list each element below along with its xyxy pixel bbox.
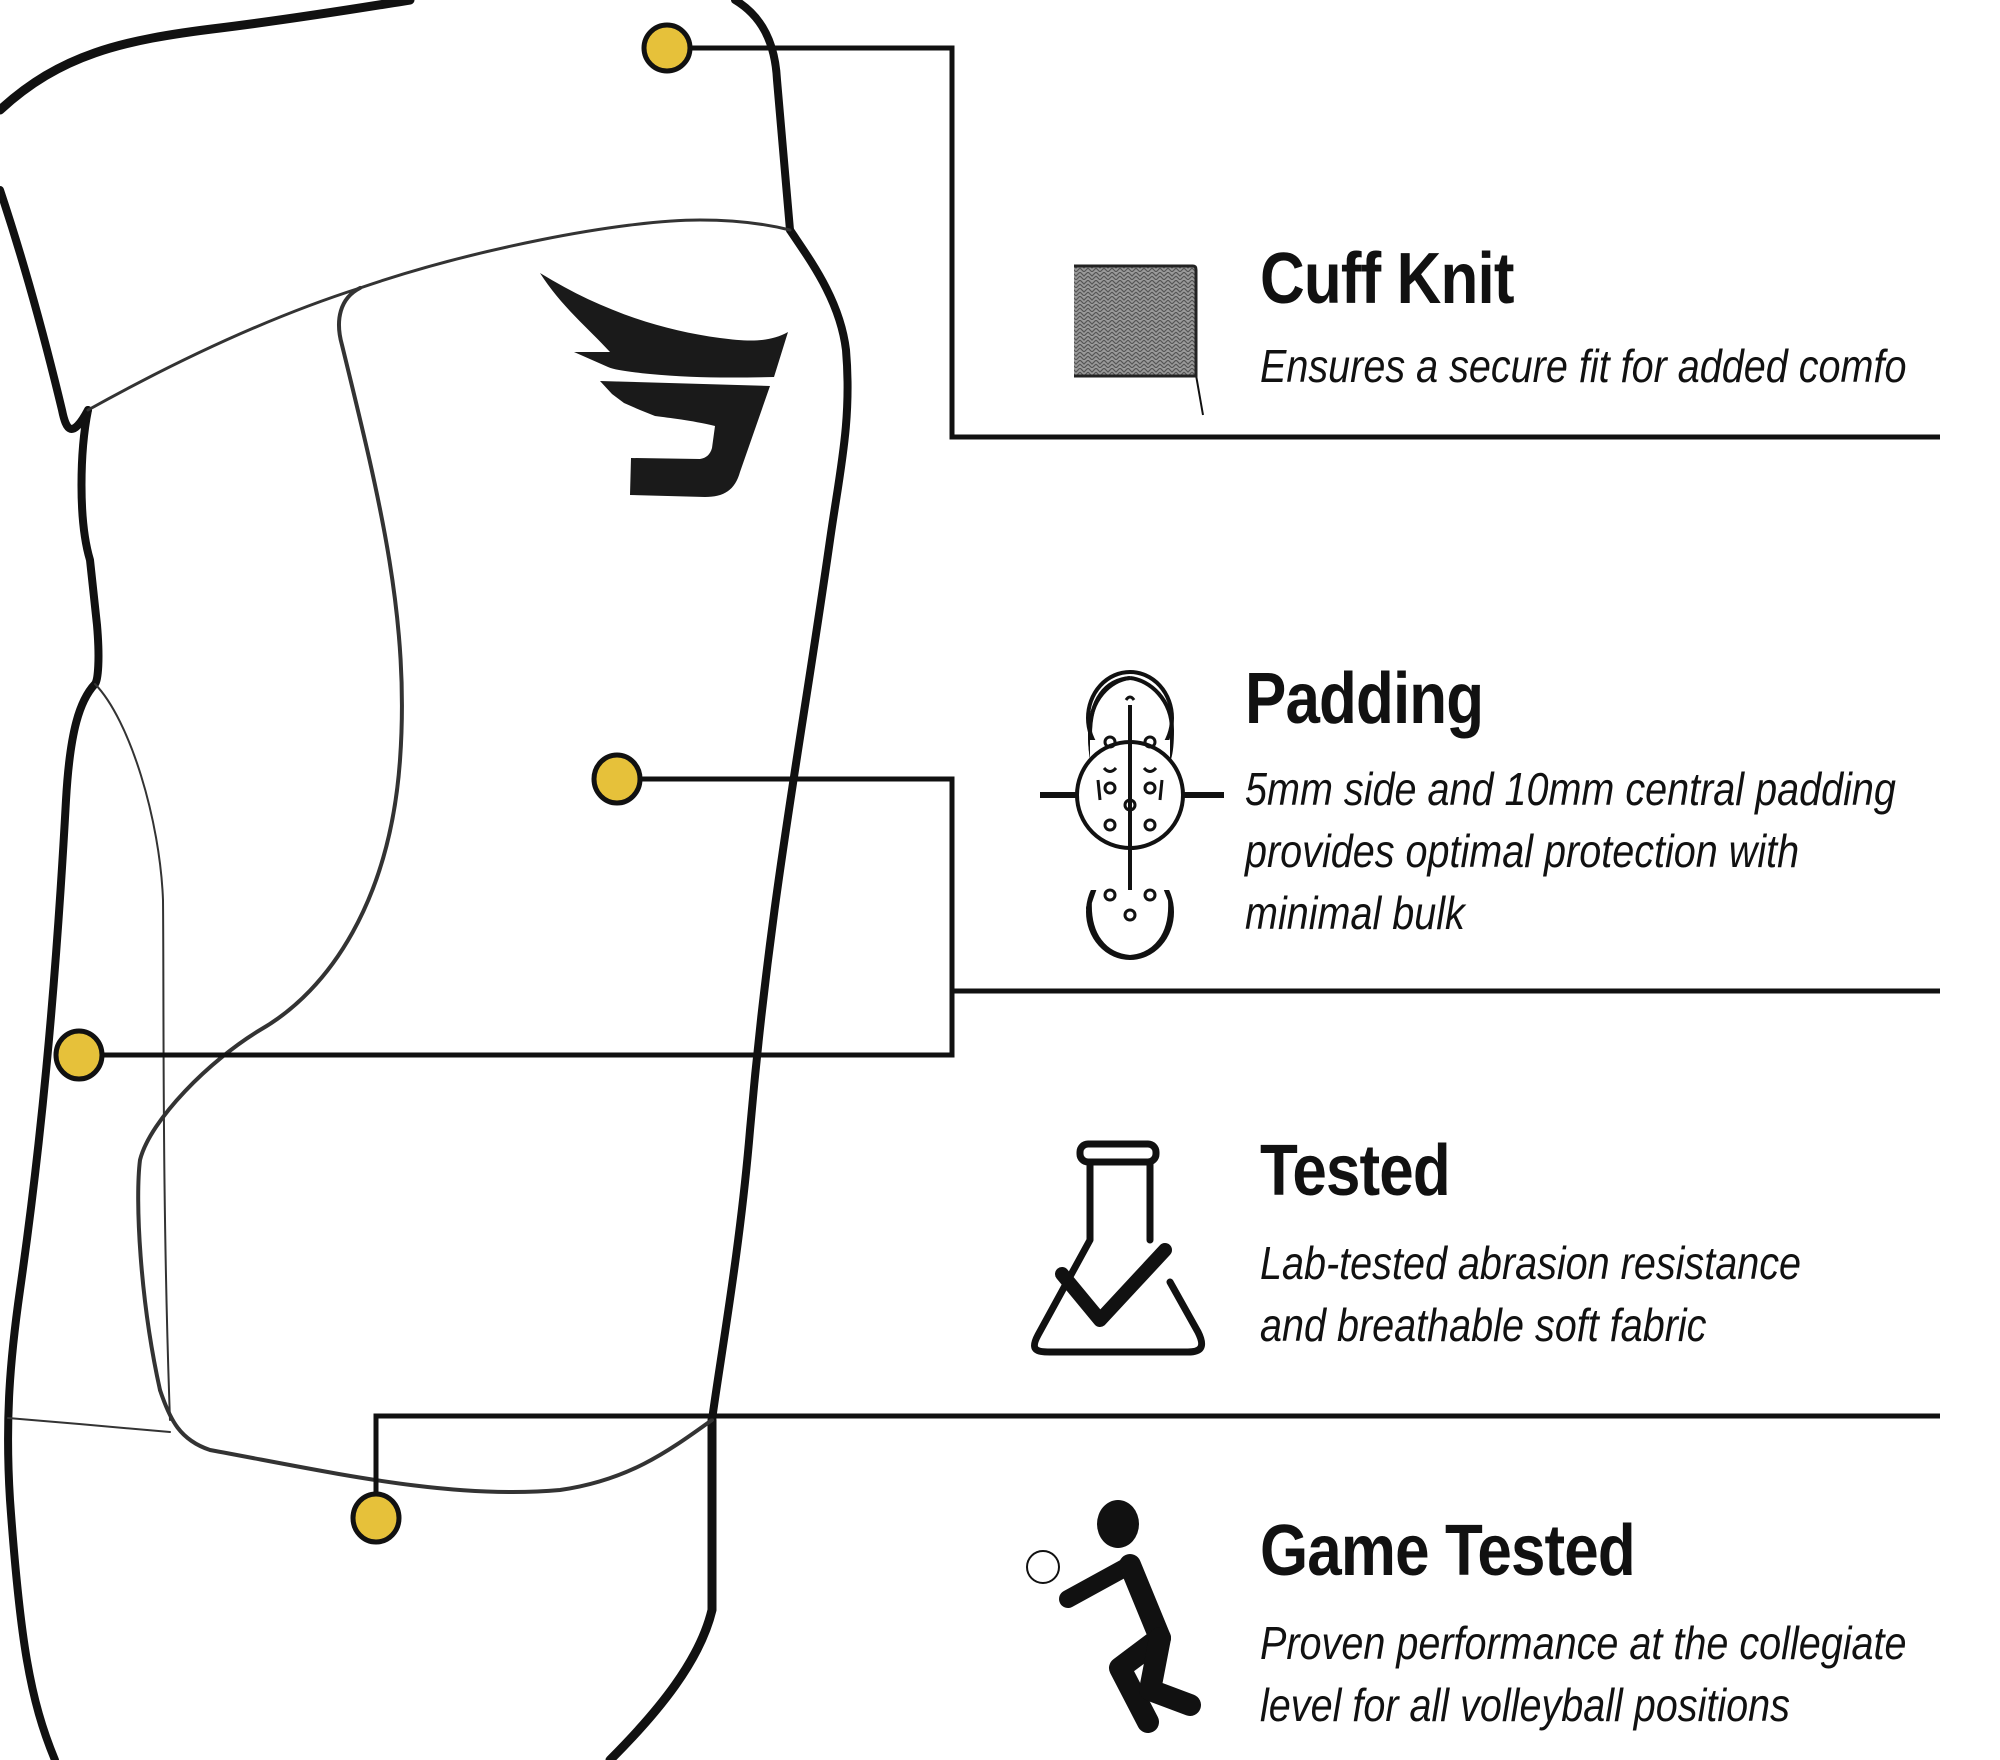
- callout-lines: [78, 45, 1940, 1516]
- callout-dot-side[interactable]: [53, 1028, 105, 1082]
- callout-dot-padding[interactable]: [591, 752, 643, 806]
- feature-description: Proven performance at the collegiate lev…: [1260, 1617, 1907, 1731]
- lab-flask-check-icon: [1031, 1140, 1206, 1356]
- knit-fabric-swatch-icon: [1074, 264, 1198, 378]
- volleyball-player-icon: [1026, 1500, 1201, 1733]
- feature-description: 5mm side and 10mm central padding provid…: [1245, 763, 1896, 939]
- callout-dot-cuff[interactable]: [641, 22, 693, 74]
- callout-dot-bottom[interactable]: [350, 1491, 402, 1545]
- feature-description: Ensures a secure fit for added comfo: [1260, 340, 1907, 392]
- callout-dots: [53, 22, 693, 1545]
- feature-title: Tested: [1260, 1131, 1451, 1211]
- feature-title: Game Tested: [1260, 1511, 1636, 1591]
- knee-pad-seams: [7, 218, 792, 1495]
- knee-pad-outline: [0, 0, 852, 1760]
- feature-title: Cuff Knit: [1260, 239, 1514, 319]
- feature-description: Lab-tested abrasion resistance and breat…: [1260, 1237, 1801, 1351]
- padding-target-icon: [1040, 670, 1224, 960]
- feature-title: Padding: [1245, 659, 1484, 739]
- winged-j-logo-icon: [540, 273, 788, 497]
